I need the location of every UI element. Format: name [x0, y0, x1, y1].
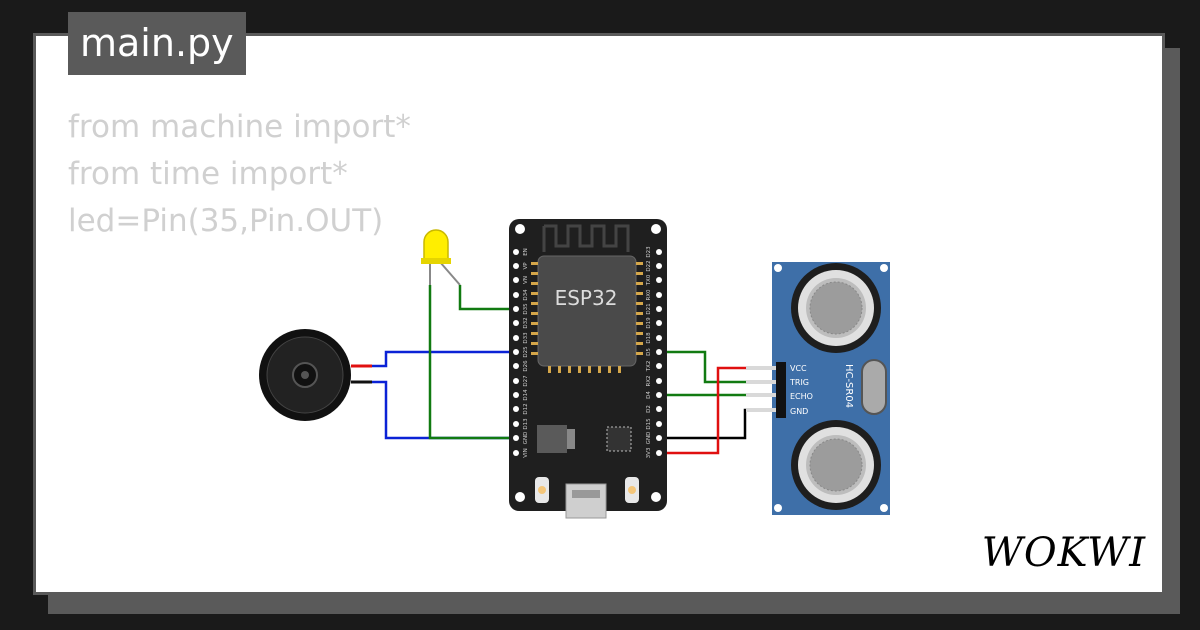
voltage-regulator: [537, 425, 567, 453]
file-tab[interactable]: main.py: [68, 12, 246, 75]
logo-text: WOKWI: [982, 530, 1146, 576]
transducer-bottom: [791, 420, 881, 510]
left-pin-labels: EN VP VN D34 D35 D32 D33 D25 D26 D27 D14…: [523, 248, 529, 458]
pin-label: RX0: [646, 289, 652, 301]
usb-port: [565, 483, 607, 519]
pin-header: [776, 362, 786, 418]
pin-label: VIN: [523, 448, 529, 458]
wire-buzzer-blue-top: [372, 350, 516, 368]
pin-label: D15: [646, 418, 652, 430]
pin-label: D2: [646, 405, 652, 413]
right-pin-labels: D23 D22 TX0 RX0 D21 D19 D18 D5 TX2 RX2 D…: [646, 246, 652, 459]
wokwi-logo: WOKWI: [982, 530, 1146, 576]
wire-buzzer-blue-bottom: [372, 380, 516, 440]
pin-label: D26: [523, 360, 529, 372]
wires: [372, 285, 776, 455]
code-snippet: from machine import* from time import* l…: [68, 104, 411, 245]
right-pin-holes: [656, 249, 662, 456]
pin-label: GND: [646, 432, 652, 445]
sensor-pin-label: TRIG: [789, 378, 809, 387]
pin-label: GND: [523, 432, 529, 445]
sensor-pin-label: GND: [790, 407, 808, 416]
pin-label: D5: [646, 348, 652, 356]
ultrasonic-sensor[interactable]: HC-SR04 VCC TRIG ECHO GND: [746, 262, 890, 515]
code-line: led=Pin(35,Pin.OUT): [68, 203, 384, 239]
pin-label: VP: [523, 262, 529, 270]
pin-label: D23: [646, 246, 652, 258]
pin-label: D19: [646, 317, 652, 329]
transducer-top: [791, 263, 881, 353]
wire-led-green-anode: [458, 285, 516, 311]
board-label: ESP32: [555, 286, 618, 310]
usb-chip: [606, 426, 632, 452]
pin-label: D13: [523, 418, 529, 430]
pin-label: D27: [523, 375, 529, 387]
code-line: from machine import*: [68, 109, 411, 145]
pin-label: RX2: [646, 375, 652, 386]
led[interactable]: [421, 229, 461, 286]
pin-label: D14: [523, 389, 529, 401]
pin-label: D18: [646, 332, 652, 344]
pin-label: D32: [523, 317, 529, 328]
pin-label: D35: [523, 303, 529, 315]
pin-label: D33: [523, 332, 529, 344]
pin-label: EN: [523, 248, 529, 256]
pin-label: 3V3: [646, 447, 652, 458]
sensor-label: HC-SR04: [843, 364, 854, 408]
left-pin-holes: [513, 249, 519, 456]
pin-label: D12: [523, 403, 529, 414]
sensor-pin-label: ECHO: [790, 392, 813, 401]
pin-label: D4: [646, 391, 652, 399]
crystal: [861, 359, 887, 415]
buzzer[interactable]: [259, 329, 372, 421]
module-pins: [531, 262, 643, 373]
code-line: from time import*: [68, 156, 348, 192]
pin-label: D21: [646, 303, 652, 314]
pin-label: D22: [646, 260, 652, 271]
sensor-pin-label: VCC: [790, 364, 807, 373]
pin-label: D25: [523, 346, 529, 358]
wire-d5-trig: [659, 350, 776, 384]
esp32-board[interactable]: ESP32 EN VP VN D34 D35 D32 D33 D25 D26 D…: [509, 219, 667, 519]
pin-label: TX0: [646, 274, 652, 286]
wire-led-green-cathode: [428, 285, 516, 440]
pin-label: VN: [523, 276, 529, 284]
pin-label: D34: [523, 289, 529, 301]
pin-label: TX2: [646, 361, 652, 373]
